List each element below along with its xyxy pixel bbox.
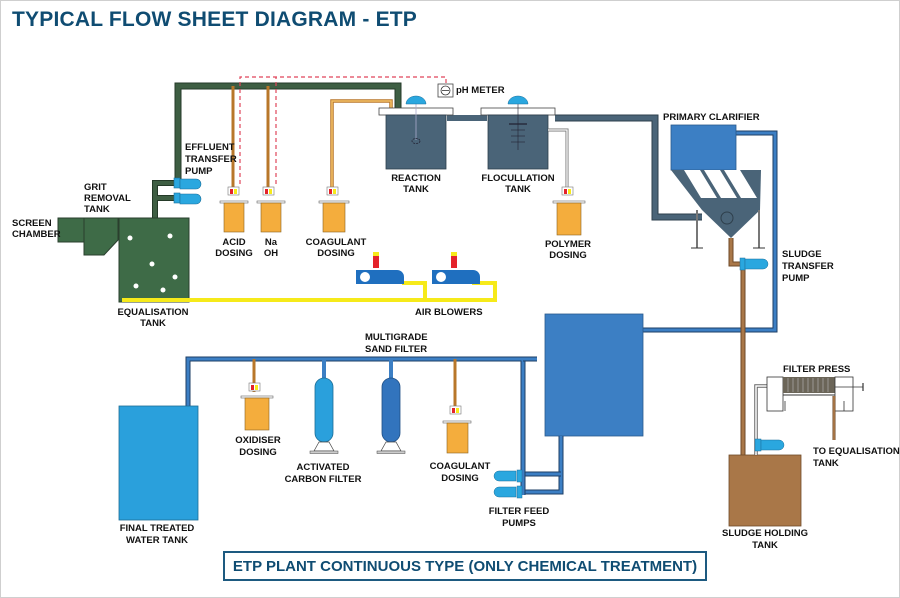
reaction-tank[interactable] bbox=[378, 95, 454, 170]
air-line bbox=[122, 281, 497, 302]
multigrade-sand-filter-tank[interactable] bbox=[544, 313, 644, 437]
activated-carbon-filter[interactable] bbox=[309, 377, 339, 454]
primary-clarifier[interactable] bbox=[670, 124, 765, 249]
plant-type-caption: ETP PLANT CONTINUOUS TYPE (ONLY CHEMICAL… bbox=[223, 551, 707, 581]
sludge-holding-tank[interactable] bbox=[728, 454, 802, 527]
filter-press[interactable] bbox=[766, 376, 864, 440]
dosing-lines bbox=[231, 86, 393, 187]
effluent-pipe bbox=[152, 82, 402, 218]
coagulant-dosing-tank-top[interactable] bbox=[318, 186, 350, 233]
air-blower-1[interactable] bbox=[356, 252, 404, 284]
press-feed-pump[interactable] bbox=[754, 438, 785, 452]
effluent-transfer-pump-1[interactable] bbox=[173, 177, 202, 190]
clarified-water-pipe bbox=[640, 130, 778, 333]
sludge-transfer-pump[interactable] bbox=[739, 257, 769, 271]
oxidiser-dosing-tank[interactable] bbox=[240, 382, 274, 431]
flocullation-tank[interactable] bbox=[480, 95, 556, 170]
polymer-dosing-tank[interactable] bbox=[552, 186, 586, 236]
air-blower-2[interactable] bbox=[432, 252, 480, 284]
ph-signal-line bbox=[239, 76, 447, 184]
diagram-title: TYPICAL FLOW SHEET DIAGRAM - ETP bbox=[12, 8, 418, 31]
treated-water-pipes bbox=[185, 356, 564, 495]
equalisation-tank bbox=[118, 217, 190, 303]
acid-dosing-tank[interactable] bbox=[219, 186, 249, 233]
press-feed-line bbox=[754, 384, 768, 455]
label-air-blowers: AIR BLOWERS bbox=[415, 307, 483, 318]
final-treated-water-tank[interactable] bbox=[118, 405, 199, 521]
polymer-dosing-line bbox=[548, 128, 569, 187]
filter-feed-pump-1[interactable] bbox=[493, 469, 523, 483]
sludge-line bbox=[728, 238, 746, 460]
grit-removal-tank bbox=[83, 217, 119, 256]
ph-meter-icon bbox=[437, 83, 454, 98]
label-ph-meter: pH METER bbox=[456, 85, 505, 96]
label-filter-press: FILTER PRESS bbox=[783, 364, 850, 375]
label-primary-clarifier: PRIMARY CLARIFIER bbox=[663, 112, 760, 123]
multigrade-sand-filter-vessel[interactable] bbox=[376, 377, 406, 454]
process-pipe bbox=[447, 114, 702, 221]
filter-feed-pump-2[interactable] bbox=[493, 485, 523, 499]
naoh-dosing-tank[interactable] bbox=[256, 186, 286, 233]
effluent-transfer-pump-2[interactable] bbox=[173, 192, 202, 205]
coagulant-dosing-tank-bottom[interactable] bbox=[442, 405, 472, 454]
